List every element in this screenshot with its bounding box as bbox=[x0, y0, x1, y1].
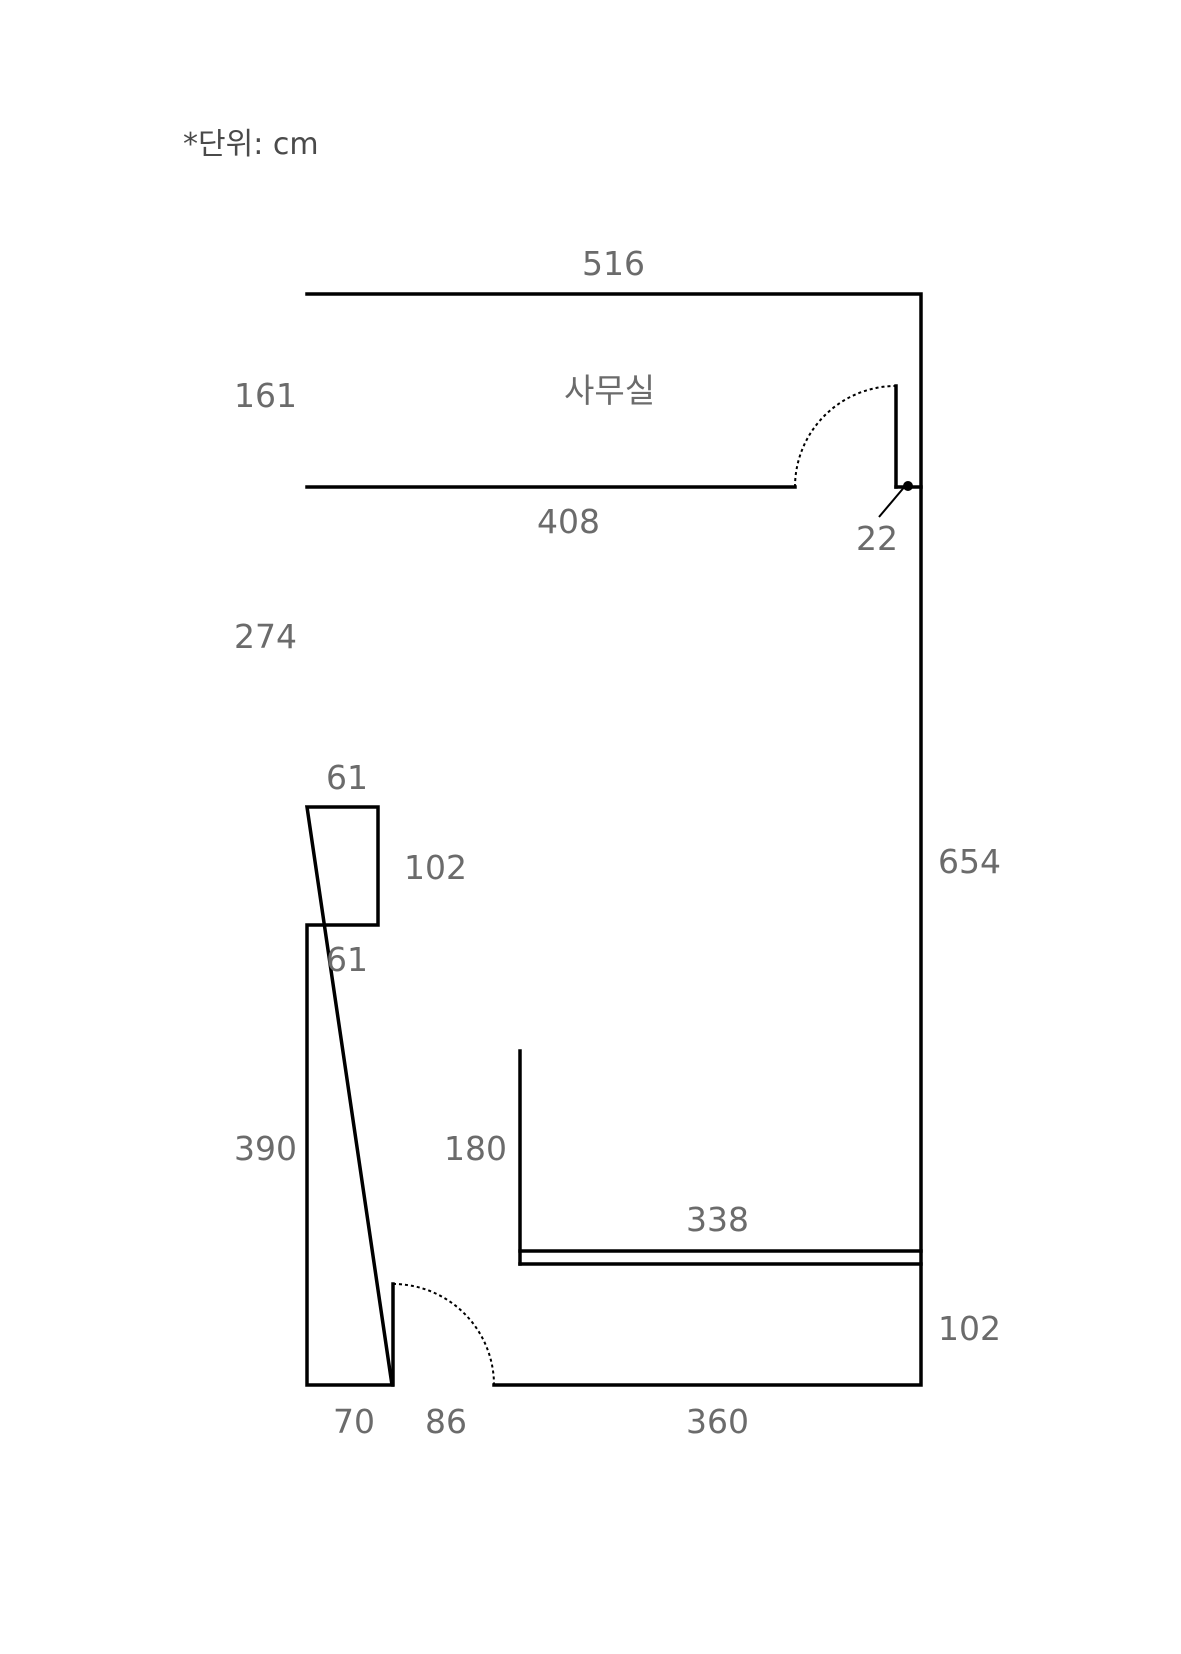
office-door-swing bbox=[794, 385, 897, 488]
dim-right-total: 654 bbox=[938, 842, 1001, 881]
dim-bottom-right: 360 bbox=[686, 1402, 749, 1441]
dim-top: 516 bbox=[582, 244, 645, 283]
dim-alcove-depth: 102 bbox=[404, 848, 467, 887]
door-gap-marker bbox=[903, 481, 913, 491]
room-label-office: 사무실 bbox=[564, 371, 655, 410]
dim-office-height: 161 bbox=[234, 376, 297, 415]
dim-alcove-top: 61 bbox=[326, 758, 368, 797]
dim-left-upper: 274 bbox=[234, 617, 297, 656]
dim-office-door-gap: 22 bbox=[856, 519, 898, 558]
dim-partition-length: 338 bbox=[686, 1200, 749, 1239]
dim-entrance-door: 86 bbox=[425, 1402, 467, 1441]
unit-note: *단위: cm bbox=[183, 127, 319, 162]
dim-right-lower: 102 bbox=[938, 1309, 1001, 1348]
dim-partition-height: 180 bbox=[444, 1129, 507, 1168]
outer-wall bbox=[304, 292, 923, 1387]
dim-left-lower: 390 bbox=[234, 1129, 297, 1168]
dim-office-wall: 408 bbox=[537, 502, 600, 541]
entrance-door-swing bbox=[392, 1283, 495, 1386]
door-gap-leader bbox=[878, 484, 907, 518]
dim-alcove-bottom: 61 bbox=[326, 940, 368, 979]
dim-bottom-left: 70 bbox=[333, 1402, 375, 1441]
